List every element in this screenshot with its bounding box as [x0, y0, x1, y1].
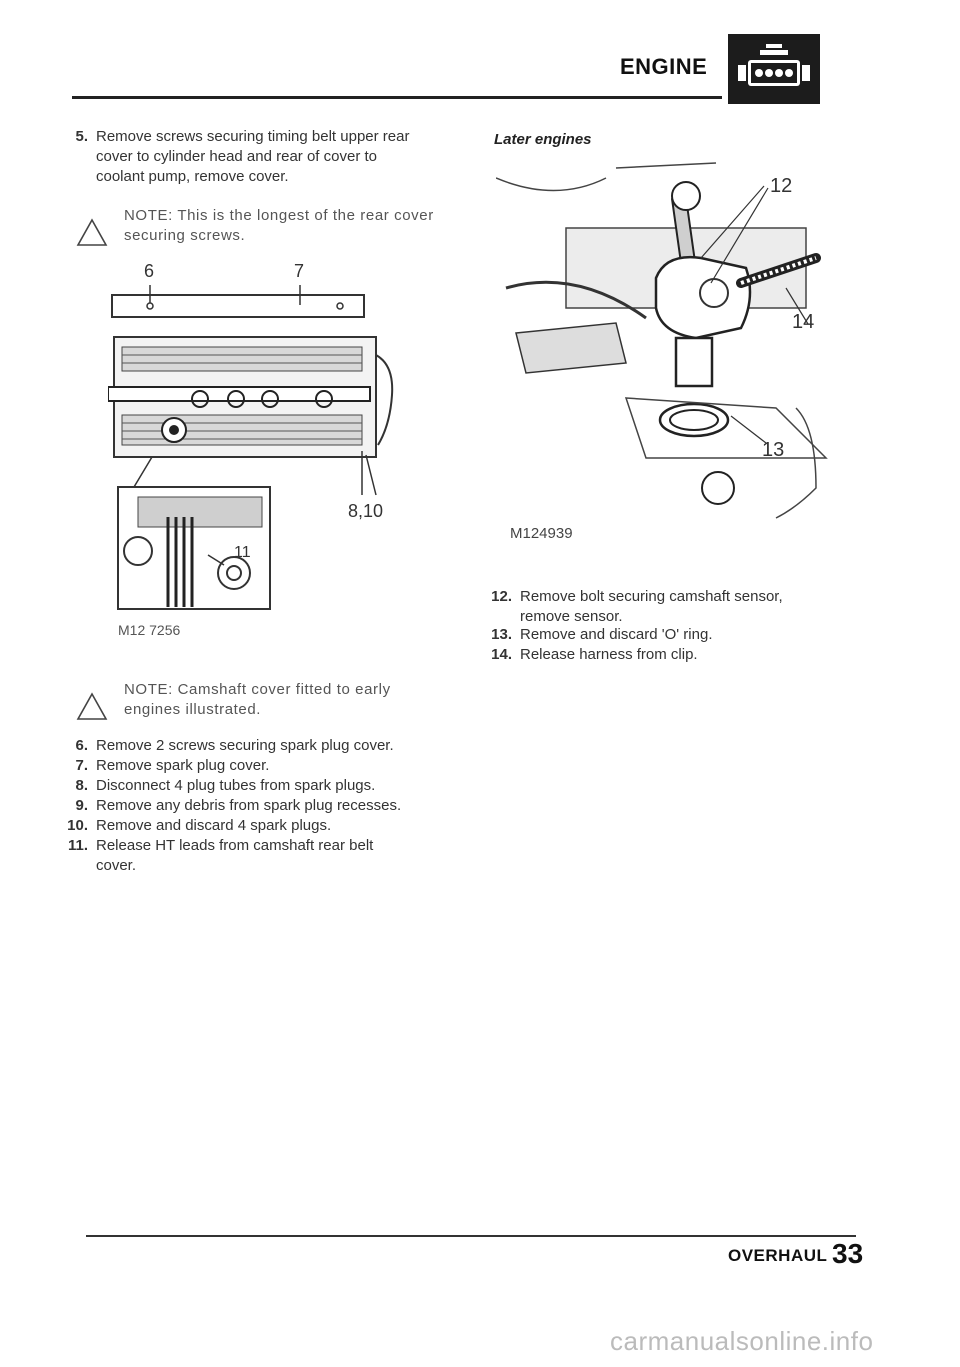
step-9: 9. Remove any debris from spark plug rec… [75, 797, 402, 814]
subheading-later-engines: Later engines [494, 131, 592, 148]
footer-rule [86, 1235, 856, 1237]
figure-label-13: 13 [762, 439, 784, 461]
engine-logo-icon [728, 34, 820, 104]
step-13: 13. Remove and discard 'O' ring. [491, 626, 713, 643]
warning-triangle-icon [76, 218, 108, 246]
step-5: 5. Remove screws securing timing belt up… [75, 128, 410, 185]
figure-label-12: 12 [770, 175, 792, 197]
figure-label-6: 6 [144, 261, 154, 281]
step-10: 10. Remove and discard 4 spark plugs. [67, 817, 332, 834]
camshaft-cover-illustration: 6 7 8,10 11 M12 7256 [107, 261, 394, 638]
step-11: 11. Release HT leads from camshaft rear … [67, 837, 374, 874]
figure-label-7: 7 [294, 261, 304, 281]
camshaft-sensor-illustration: 12 13 14 M124939 [495, 162, 828, 542]
step-6: 6. Remove 2 screws securing spark plug c… [75, 737, 394, 754]
figure-label-8-10: 8,10 [348, 501, 383, 521]
figure-camshaft-sensor: 12 13 14 M124939 [495, 158, 836, 558]
note-rear-cover-screws: NOTE: This is the longest of the rear co… [124, 207, 434, 244]
step-7: 7. Remove spark plug cover. [75, 757, 270, 774]
warning-triangle-icon [76, 692, 108, 720]
figure-code: M124939 [510, 525, 573, 542]
figure-camshaft-cover: 6 7 8,10 11 M12 7256 [107, 255, 408, 640]
figure-code: M12 7256 [118, 622, 180, 638]
step-14: 14. Release harness from clip. [491, 646, 698, 663]
figure-label-11: 11 [234, 544, 251, 561]
step-12: 12. Remove bolt securing camshaft sensor… [491, 588, 783, 625]
section-title: ENGINE [620, 54, 708, 79]
footer-section: OVERHAUL [728, 1246, 828, 1265]
step-8: 8. Disconnect 4 plug tubes from spark pl… [75, 777, 376, 794]
figure-label-14: 14 [792, 311, 814, 333]
header-rule [72, 96, 722, 99]
page-number: 33 [832, 1238, 864, 1269]
note-camshaft-cover: NOTE: Camshaft cover fitted to early eng… [124, 681, 391, 718]
watermark-text: carmanualsonline.info [610, 1326, 874, 1356]
